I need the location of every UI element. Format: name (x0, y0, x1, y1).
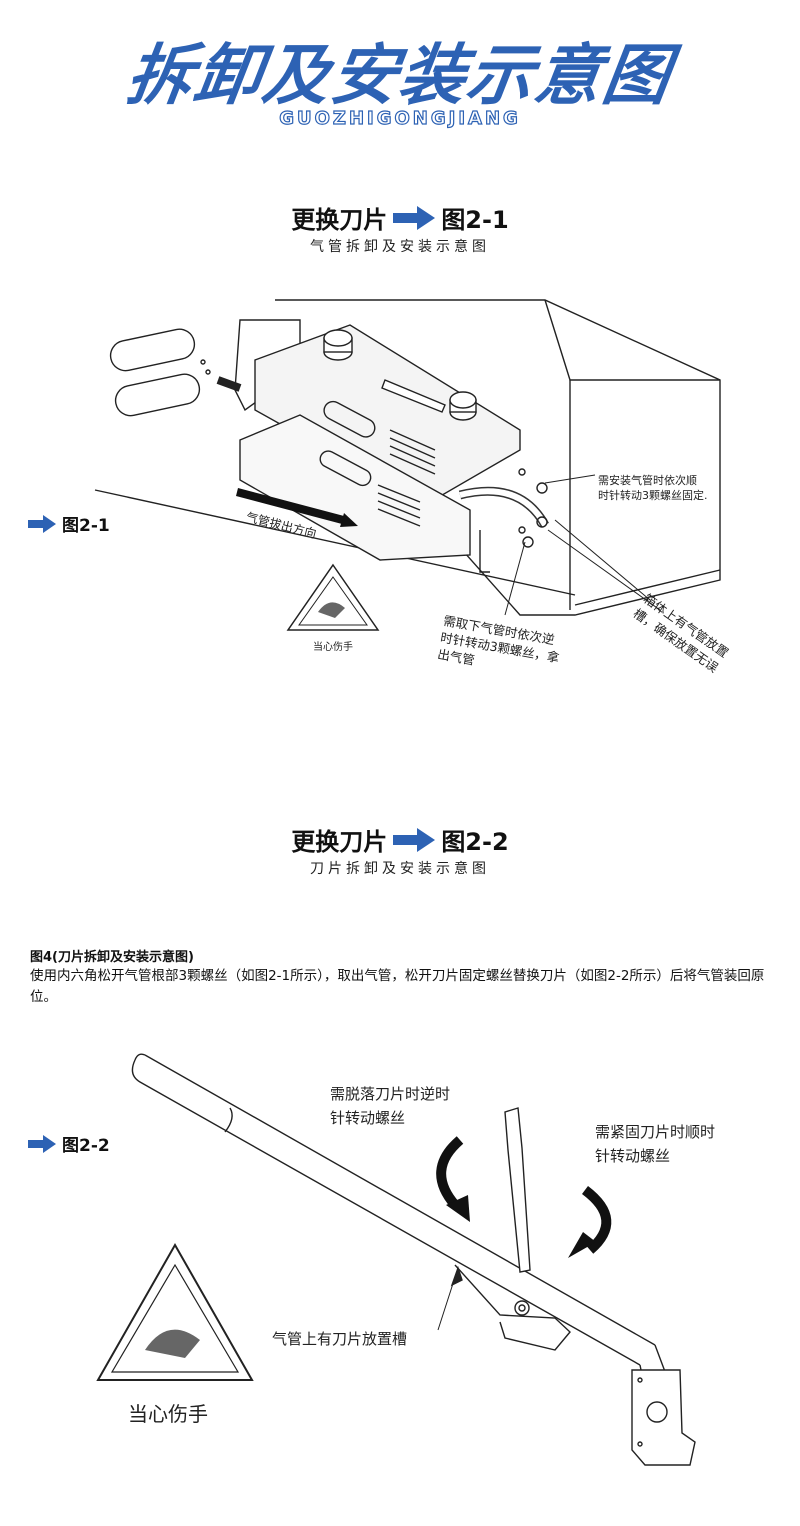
figure-label-2-2: 图2-2 (28, 1131, 110, 1156)
arrow-right-icon (393, 827, 436, 852)
tube-outline (131, 1059, 641, 1366)
section2-subtitle: 刀片拆卸及安装示意图 (310, 861, 490, 877)
note-blade-slot: 气管上有刀片放置槽 (272, 1330, 408, 1348)
direction-arrow (240, 492, 358, 527)
arrow-right-icon (28, 1134, 56, 1153)
description-body: 使用内六角松开气管根部3颗螺丝（如图2-1所示），取出气管，松开刀片固定螺丝替换… (30, 968, 765, 1005)
description-title: 图4(刀片拆卸及安装示意图) (30, 950, 194, 965)
warning-sign-1 (286, 563, 380, 631)
banner-subtitle: GUOZHIGONGJIANG (279, 107, 521, 129)
section1-subtitle: 气管拆卸及安装示意图 (310, 239, 490, 255)
arrow-right-icon (393, 205, 436, 230)
section1-heading-left: 更换刀片 (291, 206, 388, 234)
warning-sign-2 (96, 1242, 254, 1381)
section2-heading-left: 更换刀片 (291, 828, 388, 856)
figure-label-2-1: 图2-1 (28, 511, 110, 536)
ccw-rotation-arrow (436, 1136, 470, 1222)
cw-rotation-arrow (568, 1186, 612, 1258)
blade-diagram (96, 1053, 696, 1466)
note-ccw: 需脱落刀片时逆时 针转动螺丝 (330, 1085, 451, 1127)
section1-heading-right: 图2-1 (441, 206, 509, 234)
section2-heading: 更换刀片 图2-2 (0, 822, 800, 857)
note-cw: 需紧固刀片时顺时 针转动螺丝 (595, 1123, 716, 1165)
warning-text-1: 当心伤手 (313, 642, 353, 653)
note-install: 需安装气管时依次顺 时针转动3颗螺丝固定. (598, 474, 708, 502)
banner-title: 拆卸及安装示意图 (121, 37, 677, 114)
warning-text-2: 当心伤手 (128, 1402, 208, 1426)
arrow-right-icon (28, 514, 56, 533)
air-tube-diagram (94, 299, 721, 631)
section1-heading: 更换刀片 图2-1 (0, 200, 800, 235)
section2-heading-right: 图2-2 (441, 828, 509, 856)
